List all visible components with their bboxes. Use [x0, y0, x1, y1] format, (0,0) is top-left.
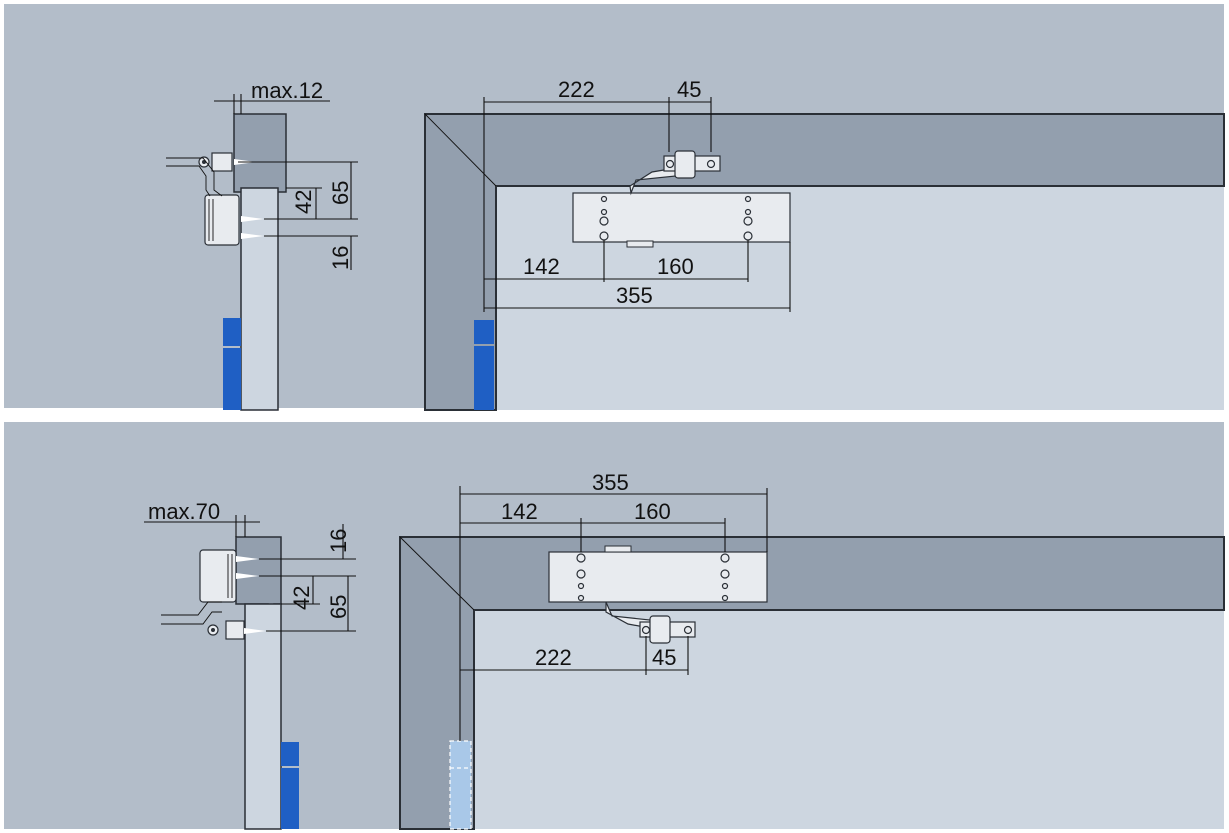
vertical-dim-65: 65	[328, 181, 353, 205]
door-leaf-section	[244, 603, 282, 830]
hinge-section	[281, 768, 299, 829]
hinge-section	[281, 742, 299, 766]
vertical-dim-65: 65	[326, 595, 351, 619]
door-leaf-section	[240, 187, 279, 411]
section-offset-label: max.70	[148, 499, 220, 524]
body-offset-142: 142	[501, 499, 538, 524]
bottom-elevation-view: 355 142 160 222 45	[399, 470, 1225, 830]
hinge	[474, 320, 494, 344]
hole-spacing-160: 160	[634, 499, 671, 524]
closer-arm-section	[161, 601, 222, 616]
arm-shoe-section	[211, 152, 233, 172]
vertical-dim-16: 16	[328, 246, 353, 270]
closer-body	[548, 551, 768, 603]
screw-marker	[236, 556, 259, 562]
top-panel: max.12 65 42 16	[4, 4, 1225, 411]
top-section-view: max.12 65 42 16	[166, 78, 358, 411]
closer-body	[572, 192, 791, 243]
section-offset-label: max.12	[251, 78, 323, 103]
closer-body-section	[199, 549, 237, 603]
closer-body-section	[204, 194, 240, 246]
vertical-dim-16: 16	[326, 529, 351, 553]
closer-arm-section	[166, 157, 223, 197]
hinge-section	[223, 318, 241, 346]
door-leaf	[474, 610, 1224, 829]
vertical-dim-42: 42	[289, 586, 314, 610]
screw-marker	[241, 216, 264, 222]
total-length-355: 355	[592, 470, 629, 495]
bottom-section-view: max.70 16 42 65	[144, 499, 356, 830]
frame-head-section	[233, 113, 287, 193]
arm-shoe-section	[225, 620, 245, 640]
screw-marker	[244, 628, 266, 634]
hinge	[474, 346, 494, 410]
top-elevation-view: 222 45 142 160 355	[424, 77, 1225, 411]
hinge-section	[223, 348, 241, 410]
screw-marker	[241, 233, 264, 239]
screw-marker	[236, 573, 259, 579]
mounting-holes	[576, 553, 730, 602]
shoe-width-45: 45	[677, 77, 701, 102]
bottom-panel: max.70 16 42 65	[4, 422, 1225, 830]
body-length-355: 355	[616, 283, 653, 308]
frame-head-section	[235, 536, 282, 611]
arm-offset-222: 222	[535, 645, 572, 670]
shoe-width-45: 45	[652, 645, 676, 670]
arm-offset-222: 222	[558, 77, 595, 102]
body-offset-142: 142	[523, 254, 560, 279]
vertical-dim-42: 42	[291, 190, 316, 214]
hole-spacing-160: 160	[657, 254, 694, 279]
hinge-ghost	[449, 740, 472, 830]
